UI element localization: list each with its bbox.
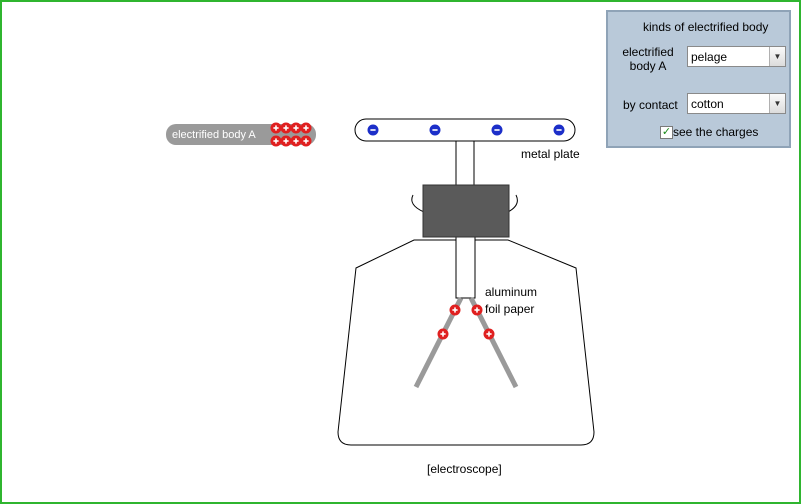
dropdown-arrow-icon[interactable]: ▼ xyxy=(769,47,785,66)
metal-stem-upper xyxy=(455,139,475,187)
electroscope-caption: [electroscope] xyxy=(427,462,502,476)
metal-plate xyxy=(354,118,576,142)
positive-charge-icon xyxy=(471,304,483,316)
dropdown-arrow-icon[interactable]: ▼ xyxy=(769,94,785,113)
body-a-label: electrified body A xyxy=(620,45,676,73)
charge-symbols xyxy=(270,122,565,340)
body-a-select[interactable]: pelage ▼ xyxy=(687,46,786,67)
positive-charge-icon xyxy=(280,122,292,134)
positive-charge-icon xyxy=(290,122,302,134)
body-a-label-line1: electrified xyxy=(622,45,674,59)
metal-stem-lower xyxy=(455,235,476,299)
contact-label: by contact xyxy=(623,98,678,112)
positive-charge-icon xyxy=(437,328,449,340)
negative-charge-icon xyxy=(367,124,379,136)
positive-charge-icon xyxy=(449,304,461,316)
positive-charge-icon xyxy=(270,122,282,134)
rod-label: electrified body A xyxy=(172,129,256,141)
metal-plate-label: metal plate xyxy=(521,147,580,161)
body-a-select-value: pelage xyxy=(691,50,728,64)
checkmark-icon: ✓ xyxy=(661,126,672,138)
positive-charge-icon xyxy=(280,135,292,147)
show-charges-label[interactable]: see the charges xyxy=(673,125,759,139)
stopper-left-curl xyxy=(411,194,425,213)
panel-title: kinds of electrified body xyxy=(643,20,769,34)
positive-charge-icon xyxy=(290,135,302,147)
positive-charge-icon xyxy=(300,135,312,147)
negative-charge-icon xyxy=(553,124,565,136)
foil-label-line1: aluminum xyxy=(485,285,538,299)
positive-charge-icon xyxy=(300,122,312,134)
contact-select-value: cotton xyxy=(691,97,724,111)
glass-jar xyxy=(337,239,595,446)
negative-charge-icon xyxy=(491,124,503,136)
stopper-right-curl xyxy=(507,194,518,213)
positive-charge-icon xyxy=(270,135,282,147)
contact-select[interactable]: cotton ▼ xyxy=(687,93,786,114)
insulator-block xyxy=(422,184,510,238)
show-charges-checkbox[interactable]: ✓ xyxy=(660,126,673,139)
positive-charge-icon xyxy=(483,328,495,340)
control-panel: kinds of electrified body electrified bo… xyxy=(606,10,791,148)
negative-charge-icon xyxy=(429,124,441,136)
body-a-label-line2: body A xyxy=(629,59,667,73)
foil-label-line2: foil paper xyxy=(485,302,535,316)
